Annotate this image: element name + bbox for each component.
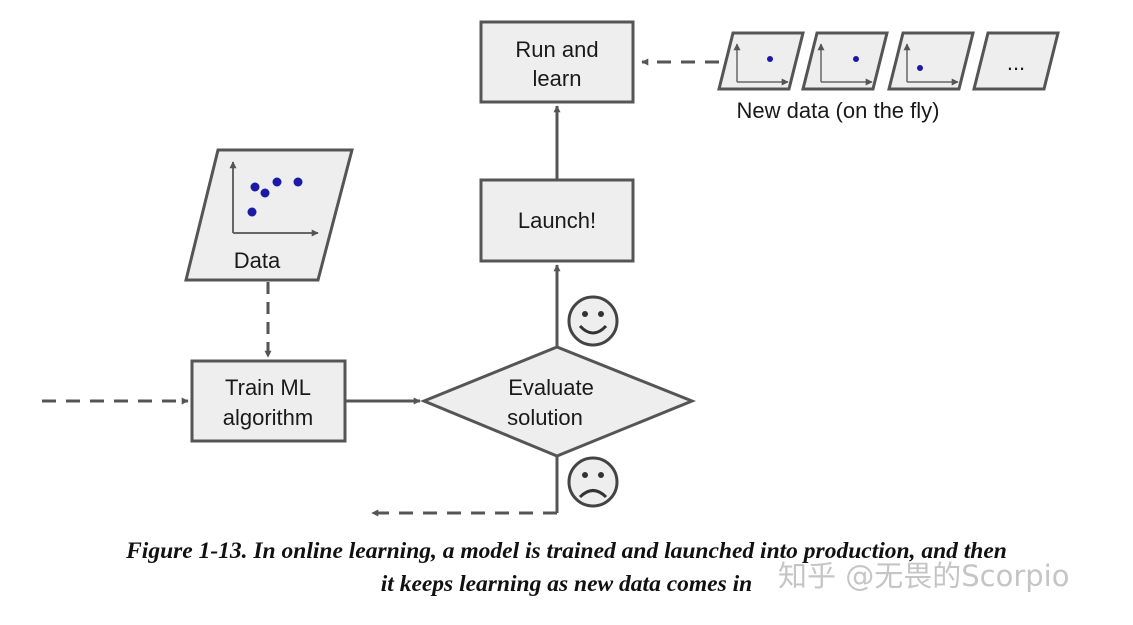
data-node: Data: [184, 148, 354, 282]
data-point: [247, 207, 257, 217]
watermark: 知乎 @无畏的Scorpio: [778, 559, 1070, 593]
run-learn-line2: learn: [533, 66, 582, 91]
new-data-chunk: [887, 31, 975, 91]
data-point: [272, 177, 282, 187]
evaluate-line2: solution: [507, 405, 583, 430]
data-label: Data: [234, 248, 281, 273]
train-line2: algorithm: [223, 405, 313, 430]
figure-caption-line1: Figure 1-13. In online learning, a model…: [126, 538, 1007, 564]
data-point: [250, 182, 260, 192]
evaluate-decision-node: Evaluate solution: [420, 345, 697, 458]
evaluate-line1: Evaluate: [508, 375, 594, 400]
data-point: [293, 177, 303, 187]
new-data-stream: ... New data (on the fly): [717, 31, 1060, 123]
train-ml-node: Train ML algorithm: [190, 359, 347, 443]
smiley-face-icon: [567, 295, 619, 347]
new-data-ellipsis-chunk: ...: [972, 31, 1060, 91]
new-data-label: New data (on the fly): [737, 98, 940, 123]
sad-face-icon: [567, 456, 619, 508]
launch-label: Launch!: [518, 208, 596, 233]
data-point: [260, 188, 270, 198]
ellipsis-label: ...: [1007, 50, 1025, 75]
train-line1: Train ML: [225, 375, 311, 400]
run-learn-line1: Run and: [515, 37, 598, 62]
figure-caption-line2: it keeps learning as new data comes in: [380, 571, 753, 597]
launch-node: Launch!: [479, 178, 635, 263]
new-data-chunk: [801, 31, 889, 91]
new-data-chunk: [717, 31, 805, 91]
run-and-learn-node: Run and learn: [479, 20, 635, 104]
